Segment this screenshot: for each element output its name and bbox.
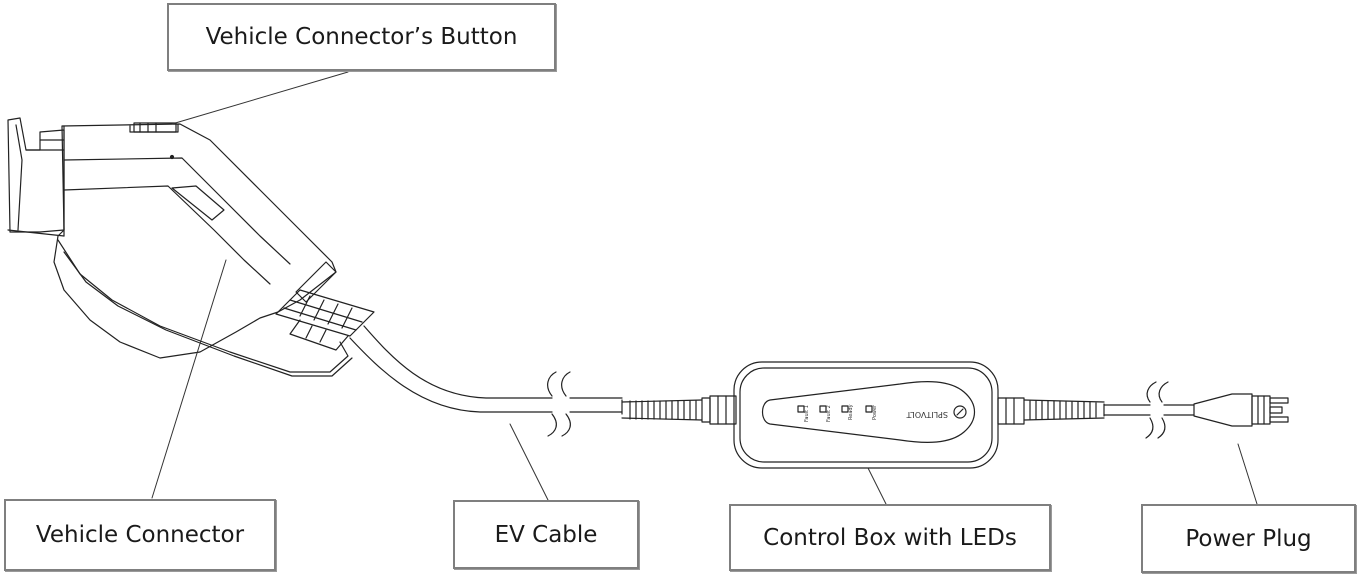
leader-control-box <box>867 467 887 505</box>
callout-vehicle-connector-button: Vehicle Connector’s Button <box>167 3 556 71</box>
led-label-ready: Ready <box>848 404 854 420</box>
callout-ev-cable: EV Cable <box>453 500 639 569</box>
callout-label: Power Plug <box>1185 525 1312 552</box>
brand-logo-text: SPLITVOLT <box>906 410 948 419</box>
callout-label: Vehicle Connector <box>35 522 245 548</box>
leader-button <box>171 71 349 125</box>
led-label-fault-1: Fault 1 <box>804 405 810 422</box>
leader-power-plug <box>1237 443 1258 505</box>
led-label-power: Power <box>872 404 878 420</box>
control-box-drawing: Fault 1 Fault 2 Ready Power SPLITVOLT <box>733 361 999 469</box>
callout-power-plug: Power Plug <box>1141 504 1356 573</box>
callout-label: Control Box with LEDs <box>763 524 1017 551</box>
brand-logo-icon <box>953 405 967 419</box>
ev-cable-drawing <box>349 325 737 437</box>
leader-vehicle-connector <box>151 259 227 499</box>
power-cord-drawing <box>997 381 1289 439</box>
vehicle-connector-drawing <box>7 117 375 377</box>
callout-label: Vehicle Connector’s Button <box>205 24 518 50</box>
leader-ev-cable <box>509 423 549 501</box>
leader-lines <box>151 71 1258 505</box>
callout-vehicle-connector: Vehicle Connector <box>4 499 276 571</box>
led-label-fault-2: Fault 2 <box>826 405 832 422</box>
callout-control-box: Control Box with LEDs <box>729 504 1051 571</box>
callout-label: EV Cable <box>494 521 598 548</box>
